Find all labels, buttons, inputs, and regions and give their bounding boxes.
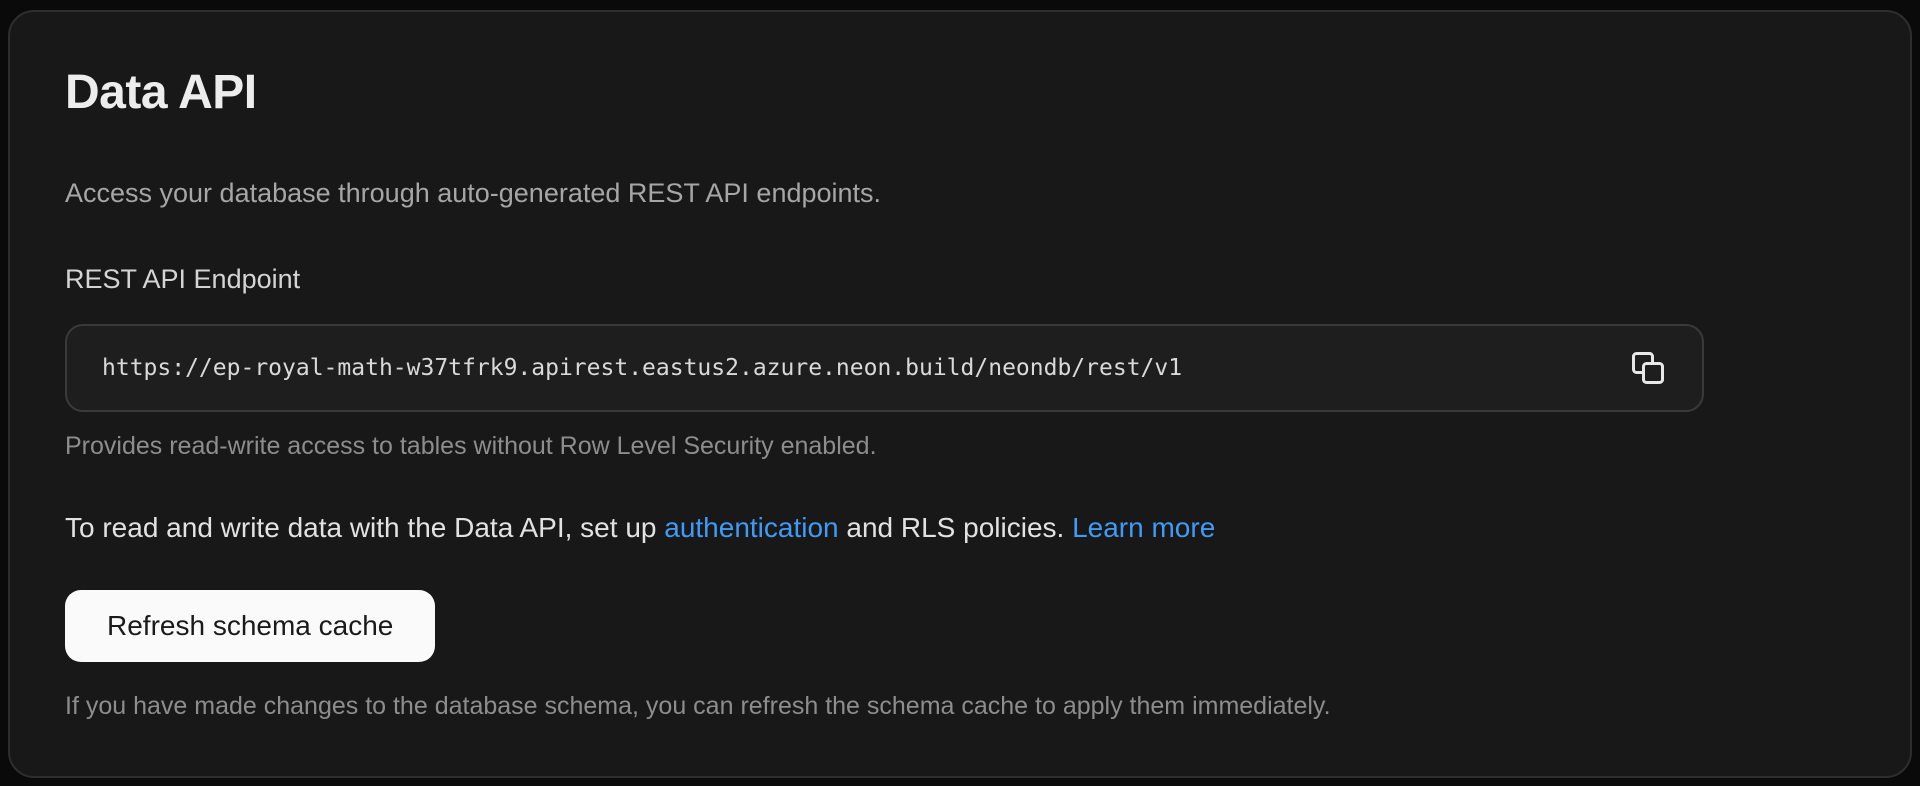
data-api-card: Data API Access your database through au… — [8, 10, 1912, 778]
refresh-helper-text: If you have made changes to the database… — [65, 692, 1331, 720]
rest-api-endpoint-url[interactable]: https://ep-royal-math-w37tfrk9.apirest.e… — [102, 355, 1183, 381]
auth-note-text-before: To read and write data with the Data API… — [65, 512, 665, 543]
learn-more-link[interactable]: Learn more — [1072, 512, 1216, 543]
copy-icon — [1631, 351, 1665, 385]
rest-api-endpoint-field[interactable]: https://ep-royal-math-w37tfrk9.apirest.e… — [65, 324, 1704, 412]
page-title: Data API — [65, 66, 257, 119]
auth-note: To read and write data with the Data API… — [65, 508, 1855, 548]
authentication-link[interactable]: authentication — [664, 512, 839, 543]
copy-endpoint-button[interactable] — [1624, 344, 1672, 392]
auth-note-text-middle: and RLS policies. — [838, 512, 1073, 543]
endpoint-helper-text: Provides read-write access to tables wit… — [65, 432, 877, 460]
refresh-schema-cache-button[interactable]: Refresh schema cache — [65, 590, 436, 662]
rest-api-endpoint-label: REST API Endpoint — [65, 264, 301, 294]
page-description: Access your database through auto-genera… — [65, 178, 882, 208]
